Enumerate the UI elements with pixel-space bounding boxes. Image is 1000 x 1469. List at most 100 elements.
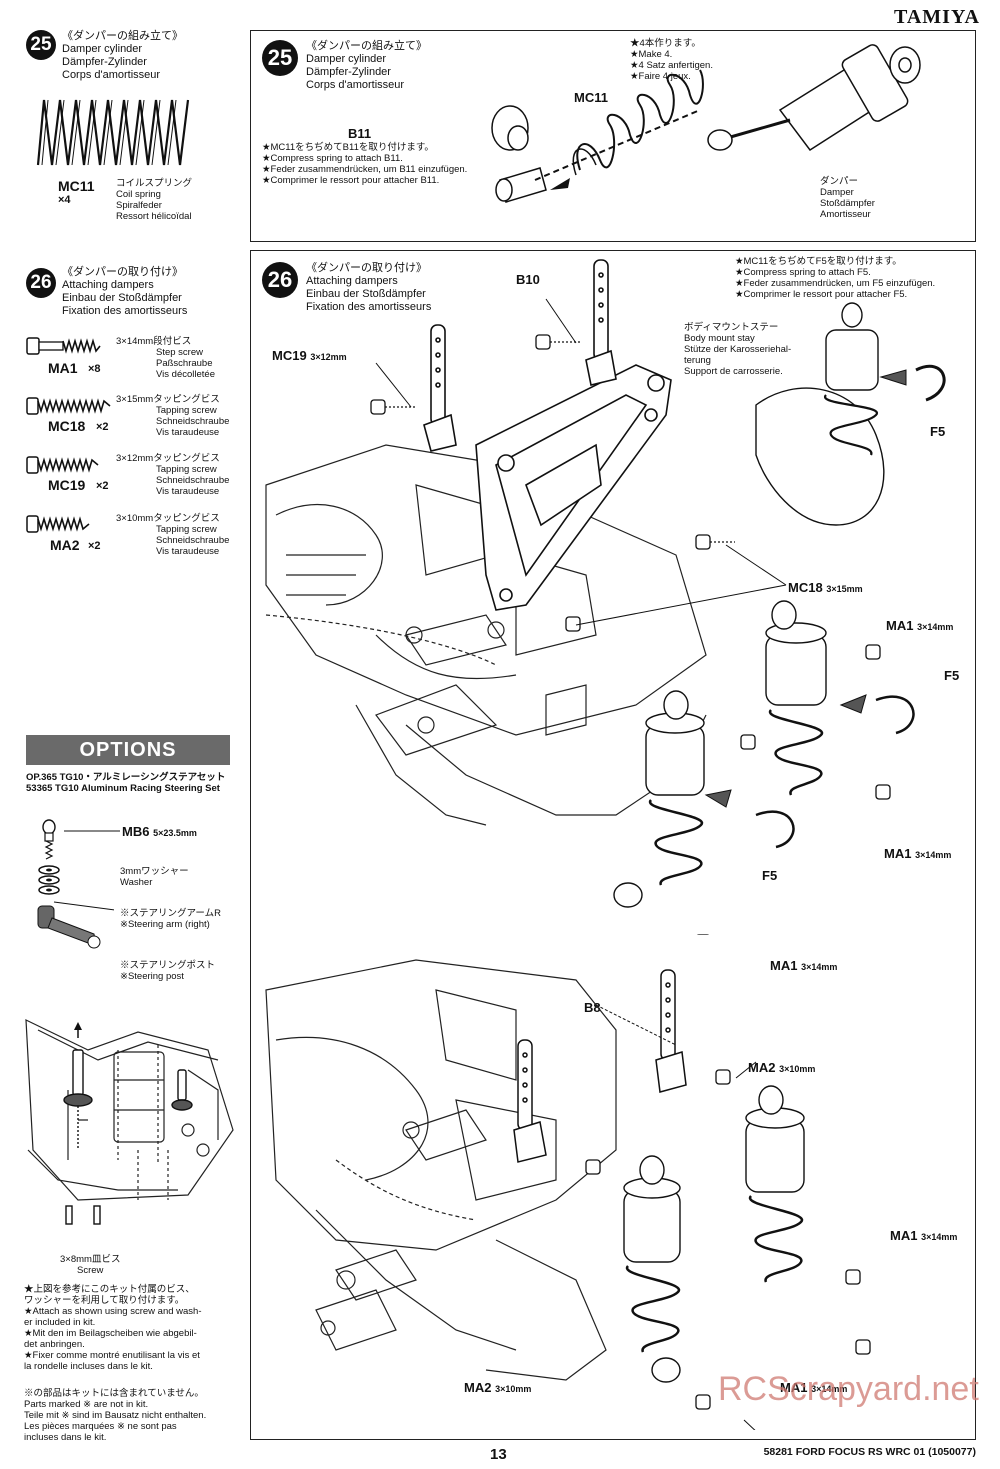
- part-qty: ×2: [96, 421, 109, 433]
- part-code-ma2: MA2: [50, 537, 80, 553]
- name-de: Spiralfeder: [116, 200, 162, 211]
- label-f5: F5: [944, 668, 960, 683]
- brand-logo: TAMIYA: [893, 6, 980, 28]
- rear-damper-diagram: [265, 959, 871, 1430]
- name-fr: Vis taraudeuse: [156, 427, 220, 438]
- label-mc18: MC18 3×15mm: [788, 580, 863, 595]
- label-ma2: MA2 3×10mm: [748, 1060, 815, 1075]
- part-code-mc11: MC11: [58, 178, 95, 194]
- note-line: Stoßdämpfer: [820, 198, 875, 209]
- part-code-ma1: MA1: [48, 360, 78, 376]
- note-line: ★Make 4.: [630, 49, 673, 60]
- name-fr: Vis décolletée: [156, 369, 215, 380]
- title-line: Einbau der Stoßdämpfer: [306, 288, 426, 300]
- name-de: Schneidschraube: [156, 416, 230, 427]
- label-ma1: MA1 3×14mm: [884, 846, 951, 861]
- name-fr: Ressort hélicoïdal: [116, 211, 192, 222]
- step-26-title: 《ダンパーの取り付け》 Attaching dampers Einbau der…: [62, 266, 187, 318]
- tapping-screw-icon: [26, 397, 111, 415]
- set-name-en: 53365 TG10 Aluminum Racing Steering Set: [26, 783, 220, 794]
- note-line: ★Fixer comme montré enutilisant la vis e…: [24, 1350, 200, 1361]
- note-line: ★Attach as shown using screw and wash-: [24, 1306, 202, 1317]
- note-line: Body mount stay: [684, 333, 755, 344]
- post-en: ※Steering post: [120, 971, 184, 982]
- compress-b11-note: ★MC11をちぢめてB11を取り付けます。 ★Compress spring t…: [262, 142, 467, 186]
- note-line: er included in kit.: [24, 1317, 96, 1328]
- note-line: Support de carrosserie.: [684, 366, 783, 377]
- damper-assembly-diagram: [491, 44, 921, 203]
- step-26-panel-number: 26: [262, 262, 298, 298]
- watermark: RCScrapyard.net: [718, 1370, 979, 1408]
- title-line: Fixation des amortisseurs: [62, 305, 188, 317]
- label-ma2: MA2 3×10mm: [464, 1380, 531, 1395]
- steering-post-label: ※ステアリングポスト ※Steering post: [120, 960, 215, 982]
- part-code: MA1: [780, 1380, 808, 1395]
- make-4-note: ★4本作ります。 ★Make 4. ★4 Satz anfertigen. ★F…: [630, 38, 713, 82]
- part-qty: ×4: [58, 194, 71, 206]
- step-screw-icon: [26, 337, 101, 355]
- screw-jp: 3×8mm皿ビス: [60, 1254, 121, 1265]
- title-line: Corps d'amortisseur: [306, 79, 405, 91]
- label-mc19: MC19 3×12mm: [272, 348, 347, 363]
- name-jp: コイルスプリング: [116, 178, 193, 189]
- note-line: ★Compress spring to attach B11.: [262, 153, 403, 164]
- screw-en: Screw: [77, 1265, 104, 1276]
- name-de: Schneidschraube: [156, 535, 230, 546]
- part-size: 3×12mm: [310, 352, 347, 362]
- part-size: 3×15mmタッピングビス: [116, 394, 220, 405]
- note-line: la rondelle incluses dans le kit.: [24, 1361, 153, 1372]
- part-code: MA1: [886, 618, 914, 633]
- options-not-included-note: ※の部品はキットには含まれていません。 Parts marked ※ are n…: [24, 1388, 246, 1443]
- label-f5: F5: [762, 868, 778, 883]
- post-jp: ※ステアリングポスト: [120, 960, 216, 971]
- arm-jp: ※ステアリングアームR: [120, 908, 222, 919]
- note-line: ★MC11をちぢめてF5を取り付けます。: [735, 256, 902, 267]
- name-en: Step screw: [156, 347, 203, 358]
- note-line: ★Comprimer le ressort pour attacher F5.: [735, 289, 908, 300]
- washer-en: Washer: [120, 877, 153, 888]
- note-line: ※の部品はキットには含まれていません。: [24, 1388, 204, 1399]
- title-line: Attaching dampers: [306, 275, 398, 287]
- part-size: 3×10mm: [495, 1384, 532, 1394]
- note-line: ★4本作ります。: [630, 38, 701, 49]
- part-code: MB6: [122, 824, 150, 839]
- name-en: Tapping screw: [156, 405, 217, 416]
- note-line: ★Mit den im Beilagscheiben wie abgebil-: [24, 1328, 197, 1339]
- step-25-panel-title: 《ダンパーの組み立て》 Damper cylinder Dämpfer-Zyli…: [306, 40, 427, 92]
- name-en: Tapping screw: [156, 524, 217, 535]
- tapping-screw-icon: [26, 515, 90, 533]
- body-mount-stay-label: ボディマウントステー Body mount stay Stütze der Ka…: [684, 322, 791, 377]
- part-qty: ×2: [88, 540, 101, 552]
- damper-label: ダンパー Damper Stoßdämpfer Amortisseur: [820, 176, 875, 220]
- note-line: terung: [684, 355, 711, 366]
- part-size: 3×12mmタッピングビス: [116, 453, 220, 464]
- part-code-mc18: MC18: [48, 418, 86, 434]
- part-code: MA2: [748, 1060, 776, 1075]
- part-size: 3×15mm: [826, 584, 863, 594]
- note-line: ★Faire 4 jeux.: [630, 71, 691, 82]
- part-qty: ×2: [96, 480, 109, 492]
- note-line: ★Feder zusammendrücken, um B11 einzufüge…: [262, 164, 468, 175]
- steering-arm-label: ※ステアリングアームR ※Steering arm (right): [120, 908, 221, 930]
- options-instructions: ★上図を参考にこのキット付属のビス、 ワッシャーを利用して取り付けます。 ★At…: [24, 1284, 246, 1372]
- label-ma1: MA1 3×14mm: [890, 1228, 957, 1243]
- page-number: 13: [490, 1446, 507, 1463]
- washer-icon: [38, 865, 60, 895]
- tapping-screw-icon: [26, 456, 99, 474]
- title-line: 《ダンパーの取り付け》: [306, 262, 427, 274]
- label-ma1: MA1 3×14mm: [886, 618, 953, 633]
- title-line: Einbau der Stoßdämpfer: [62, 292, 182, 304]
- set-name-jp: OP.365 TG10・アルミレーシングステアセット: [26, 772, 226, 783]
- label-b10: B10: [516, 272, 540, 287]
- part-mb6: MB6 5×23.5mm: [122, 824, 197, 839]
- part-size: 3×14mm: [801, 962, 838, 972]
- title-line: 《ダンパーの組み立て》: [306, 40, 427, 52]
- name-fr: Vis taraudeuse: [156, 546, 220, 557]
- part-code: MC19: [272, 348, 307, 363]
- title-line: 《ダンパーの取り付け》: [62, 266, 183, 278]
- part-size: 3×10mm: [779, 1064, 816, 1074]
- note-line: Stütze der Karosseriehal-: [684, 344, 792, 355]
- coil-spring-icon: [36, 99, 190, 166]
- leader-line: [64, 830, 120, 832]
- note-line: ★MC11をちぢめてB11を取り付けます。: [262, 142, 434, 153]
